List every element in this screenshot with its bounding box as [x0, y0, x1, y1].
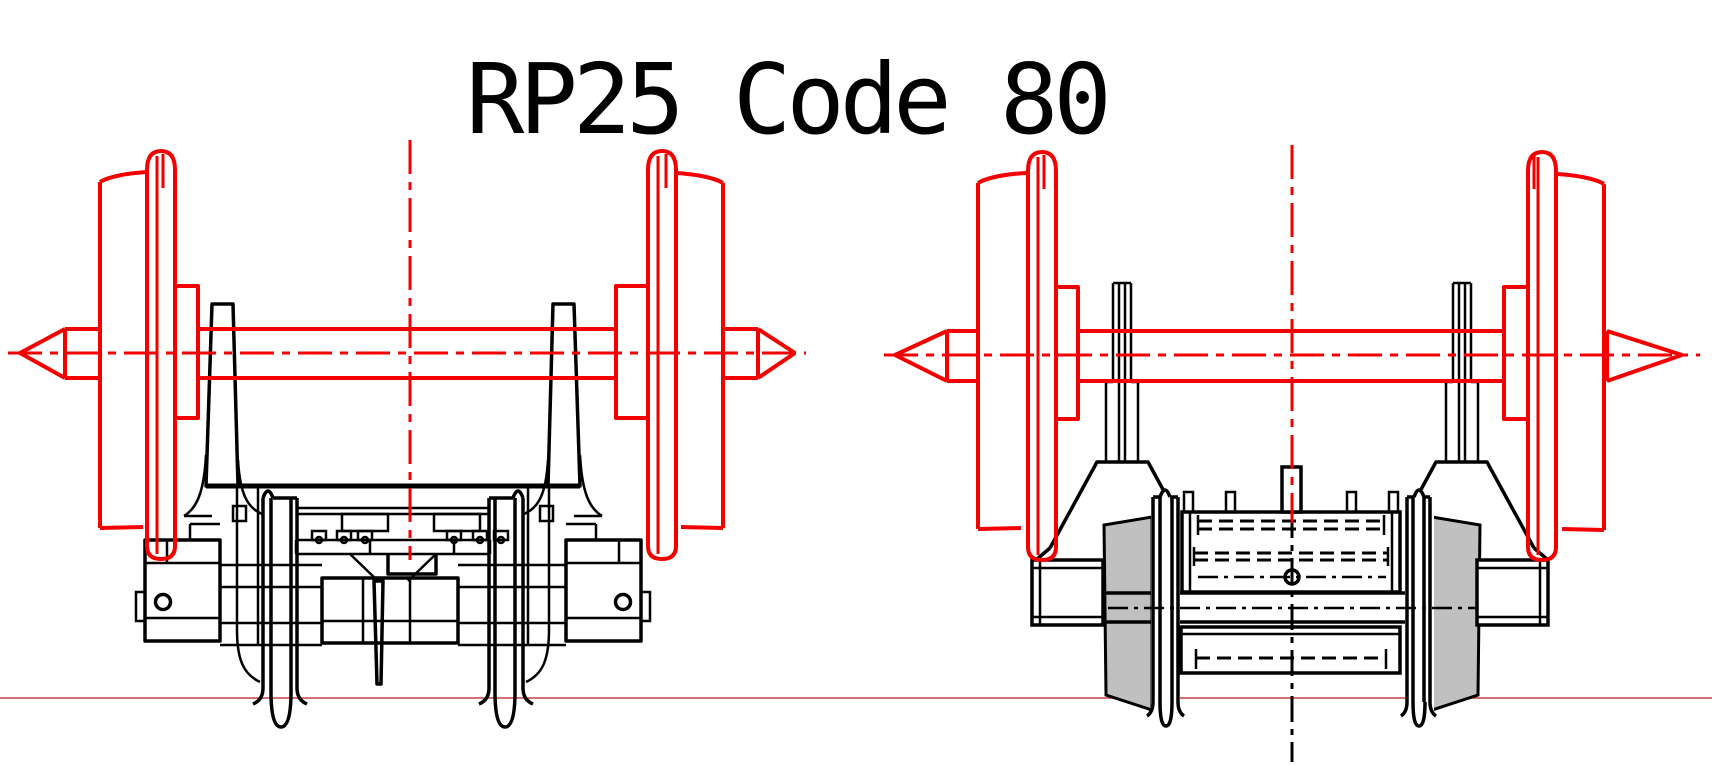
left-truck-bolster-deck [294, 506, 510, 582]
wheel-right [614, 149, 725, 561]
kingpin-drop-box [386, 554, 438, 576]
right-truck-frame [1030, 281, 1550, 762]
pedestal-post-left [1104, 281, 1140, 463]
journal-hole [153, 592, 173, 612]
left-truck-post-right [546, 302, 582, 488]
center-pin [372, 579, 385, 686]
sideframe-left [1102, 515, 1154, 713]
wheel-boss [175, 284, 200, 420]
drawing-title: RP25 Code 80 [466, 43, 1107, 156]
gearbox-clips [1182, 490, 1400, 512]
sideframe-right [1430, 515, 1482, 713]
wheel-left [98, 149, 200, 561]
wheel-boss [1056, 285, 1080, 421]
right-truck-journal-box-left [1030, 558, 1105, 627]
wheel-left [976, 150, 1080, 562]
wheel-right [1502, 150, 1606, 562]
wheel-boss [614, 284, 648, 420]
axle-point-right [756, 327, 797, 380]
left-truck-journal-box-left [134, 522, 222, 643]
wheel-boss [1502, 285, 1528, 421]
left-truck-wheel-left [252, 489, 308, 729]
right-wheelset [884, 145, 1700, 562]
left-truck-post-left [204, 302, 240, 488]
right-truck-wheel-left [1145, 488, 1186, 728]
left-truck-journal-box-right [564, 522, 652, 643]
axle-point-left [894, 329, 949, 383]
left-truck-frame [134, 302, 652, 729]
right-truck-wheel-right [1399, 488, 1438, 728]
left-wheelset [8, 140, 806, 561]
axle-point-left [19, 327, 67, 380]
frame-columns [235, 486, 551, 684]
left-truck-wheel-right [478, 489, 534, 729]
journal-hole [613, 592, 633, 612]
left-truck-center-box [320, 576, 460, 686]
axle-body [947, 329, 1504, 383]
axle-body [65, 327, 758, 380]
axle-point-right [1605, 329, 1683, 383]
right-truck-journal-box-right [1475, 558, 1550, 627]
pedestal-post-right [1444, 281, 1480, 463]
